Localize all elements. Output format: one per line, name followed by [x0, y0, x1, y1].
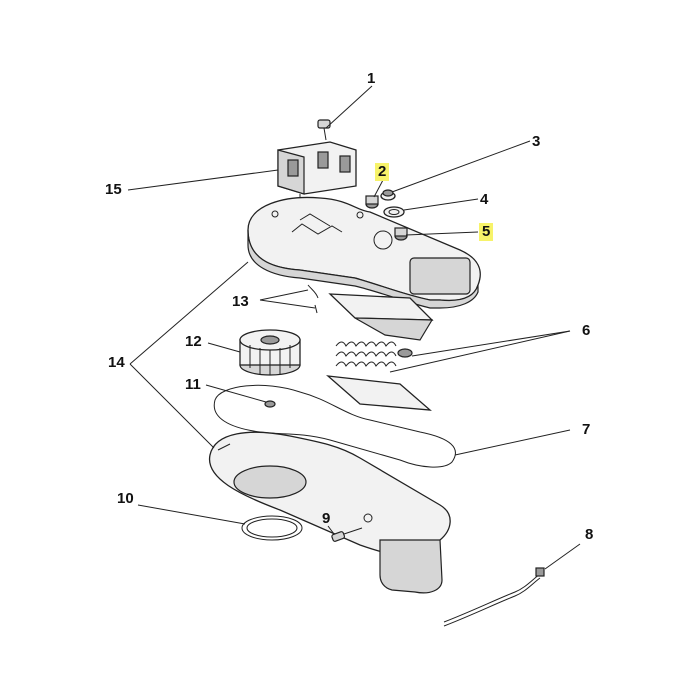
part-8-cord	[443, 567, 545, 627]
part-14-upper-housing	[247, 196, 481, 309]
callout-10: 10	[117, 490, 134, 507]
part-11-screw	[264, 400, 276, 408]
part-14-lower-housing	[208, 431, 451, 594]
callout-14: 14	[108, 354, 125, 371]
part-1-screw	[317, 119, 331, 141]
callout-7: 7	[582, 421, 591, 438]
callout-12: 12	[185, 333, 202, 350]
callout-5: 5	[479, 223, 494, 241]
part-13-clip-plate	[307, 284, 434, 341]
part-5-nut	[394, 227, 408, 241]
part-15-bracket	[277, 141, 357, 208]
callout-9: 9	[322, 510, 331, 527]
callout-8: 8	[585, 526, 594, 543]
part-2-nut	[365, 195, 379, 209]
callout-6: 6	[582, 322, 591, 339]
part-9-screw	[331, 527, 363, 542]
callout-1: 1	[367, 70, 376, 87]
part-10-ring	[241, 515, 303, 541]
callout-4: 4	[480, 191, 489, 208]
part-12-blower-wheel	[239, 329, 301, 376]
callout-13: 13	[232, 293, 249, 310]
callout-2: 2	[375, 163, 390, 181]
callout-11: 11	[185, 376, 201, 393]
part-6-spring-assembly	[326, 341, 432, 411]
callout-3: 3	[532, 133, 541, 150]
callout-15: 15	[105, 181, 122, 198]
part-3-nut	[380, 189, 396, 201]
leader-lines	[127, 85, 581, 570]
part-4-washer	[383, 206, 405, 218]
